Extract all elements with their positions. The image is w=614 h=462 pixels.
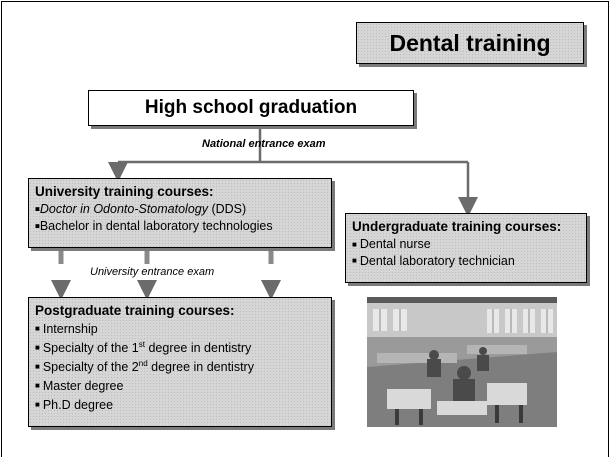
bullet-icon: ■	[352, 256, 357, 266]
list-item: ■Internship	[35, 320, 325, 339]
postgraduate-box: Postgraduate training courses: ■Internsh…	[28, 297, 332, 427]
bullet-icon: ■	[35, 381, 40, 391]
bullet-icon: ■	[352, 239, 357, 249]
postgraduate-item-3-post: degree in dentistry	[147, 359, 254, 374]
list-item: ■Dental laboratory technician	[352, 253, 580, 270]
postgraduate-item-3-sup: nd	[138, 358, 148, 368]
page-title: Dental training	[389, 29, 551, 56]
list-item: ■Doctor in Odonto-Stomatology (DDS)	[35, 201, 325, 218]
title-box: Dental training	[356, 22, 584, 64]
list-item: ■Specialty of the 2nd degree in dentistr…	[35, 358, 325, 377]
university-exam-label: University entrance exam	[90, 266, 215, 278]
postgraduate-item-3-pre: Specialty of the 2	[42, 359, 139, 374]
list-item: ■Specialty of the 1st degree in dentistr…	[35, 339, 325, 358]
list-item: ■Bachelor in dental laboratory technolog…	[35, 218, 325, 235]
bullet-icon: ■	[35, 362, 40, 372]
postgraduate-item-2-sup: st	[138, 339, 145, 349]
postgraduate-item-1: Internship	[42, 322, 98, 336]
university-heading: University training courses:	[35, 184, 214, 199]
photo-drawing	[367, 297, 557, 427]
undergraduate-item-1: Dental nurse	[359, 237, 431, 251]
university-item-2-label: Bachelor in dental laboratory technologi…	[39, 218, 273, 233]
high-school-label: High school graduation	[144, 97, 358, 118]
bullet-icon: ■	[35, 324, 40, 334]
undergraduate-box: Undergraduate training courses: ■Dental …	[345, 213, 587, 283]
national-exam-label: National entrance exam	[202, 138, 326, 150]
list-item: ■Master degree	[35, 377, 325, 396]
undergraduate-heading: Undergraduate training courses:	[352, 219, 562, 234]
bullet-icon: ■	[35, 343, 40, 353]
bullet-icon: ■	[35, 221, 40, 231]
high-school-box: High school graduation	[88, 90, 414, 126]
list-item: ■Ph.D degree	[35, 396, 325, 415]
undergraduate-item-2: Dental laboratory technician	[359, 253, 515, 268]
bullet-icon: ■	[35, 400, 40, 410]
bullet-icon: ■	[35, 204, 40, 214]
postgraduate-item-2-pre: Specialty of the 1	[42, 340, 139, 355]
dental-lab-photo	[367, 297, 557, 427]
postgraduate-item-2-post: degree in dentistry	[144, 340, 252, 355]
postgraduate-item-4: Master degree	[42, 378, 124, 393]
list-item: ■Dental nurse	[352, 236, 580, 253]
university-item-1-suffix: (DDS)	[207, 202, 247, 216]
postgraduate-heading: Postgraduate training courses:	[35, 303, 235, 318]
postgraduate-item-5: Ph.D degree	[42, 397, 114, 412]
university-item-1-label: Doctor in Odonto-Stomatology	[39, 202, 208, 216]
university-box: University training courses: ■Doctor in …	[28, 178, 332, 248]
